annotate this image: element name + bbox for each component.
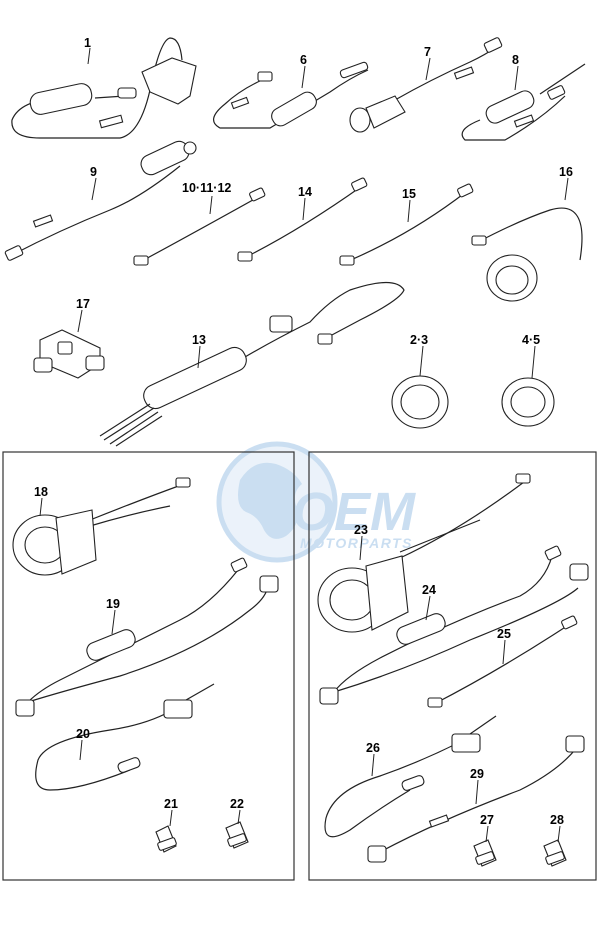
callout-17: 17 bbox=[76, 297, 90, 311]
callout-4-5: 4·5 bbox=[522, 333, 540, 347]
part-1-cable-with-bracket[interactable]: 1 bbox=[11, 36, 197, 139]
left-group-frame bbox=[2, 451, 295, 881]
part-9-sensor-cable[interactable]: 9 bbox=[4, 138, 197, 261]
part-24-harness[interactable]: 24 bbox=[319, 545, 589, 705]
part-7-thru-hull-cable[interactable]: 7 bbox=[349, 37, 503, 133]
part-25-cable[interactable]: 25 bbox=[427, 615, 578, 708]
part-29-cable[interactable]: 29 bbox=[367, 735, 585, 863]
part-19-harness[interactable]: 19 bbox=[15, 557, 279, 717]
callout-15: 15 bbox=[402, 187, 416, 201]
callout-27: 27 bbox=[480, 813, 494, 827]
callout-21: 21 bbox=[164, 797, 178, 811]
callout-1: 1 bbox=[84, 36, 91, 50]
part-4-5-bezel-ring[interactable]: 4·5 bbox=[501, 333, 555, 427]
callout-22: 22 bbox=[230, 797, 244, 811]
callout-10-11-12: 10·11·12 bbox=[182, 181, 231, 195]
part-8-cable[interactable]: 8 bbox=[461, 53, 586, 141]
callout-18: 18 bbox=[34, 485, 48, 499]
part-16-gauge-cable[interactable]: 16 bbox=[471, 165, 583, 302]
callout-28: 28 bbox=[550, 813, 564, 827]
part-10-11-12-cable[interactable]: 10·11·12 bbox=[133, 181, 266, 266]
part-13-wiring-harness[interactable]: 13 bbox=[99, 281, 405, 447]
watermark: OEM MOTORPARTS bbox=[216, 441, 416, 563]
part-22-terminator[interactable]: 22 bbox=[225, 797, 249, 849]
callout-2-3: 2·3 bbox=[410, 333, 428, 347]
watermark-subtitle: MOTORPARTS bbox=[300, 535, 413, 551]
part-14-cable[interactable]: 14 bbox=[237, 177, 368, 262]
callout-25: 25 bbox=[497, 627, 511, 641]
callout-29: 29 bbox=[470, 767, 484, 781]
part-21-terminator[interactable]: 21 bbox=[155, 797, 178, 853]
part-23-gauge-assembly[interactable]: 23 bbox=[317, 473, 531, 633]
part-6-cable[interactable]: 6 bbox=[213, 53, 369, 129]
callout-9: 9 bbox=[90, 165, 97, 179]
callout-6: 6 bbox=[300, 53, 307, 67]
callout-16: 16 bbox=[559, 165, 573, 179]
callout-24: 24 bbox=[422, 583, 436, 597]
callout-23: 23 bbox=[354, 523, 368, 537]
callout-20: 20 bbox=[76, 727, 90, 741]
part-27-terminator[interactable]: 27 bbox=[473, 813, 497, 867]
right-group-frame bbox=[308, 451, 597, 881]
part-28-terminator[interactable]: 28 bbox=[543, 813, 567, 867]
watermark-brand: OEM bbox=[292, 482, 416, 542]
callout-14: 14 bbox=[298, 185, 312, 199]
part-26-adapter-cable[interactable]: 26 bbox=[324, 715, 497, 838]
part-18-gauge-assembly[interactable]: 18 bbox=[12, 477, 191, 576]
part-17-t-connector[interactable]: 17 bbox=[33, 297, 105, 379]
part-20-adapter-cable[interactable]: 20 bbox=[35, 683, 215, 791]
callout-13: 13 bbox=[192, 333, 206, 347]
callout-8: 8 bbox=[512, 53, 519, 67]
callout-26: 26 bbox=[366, 741, 380, 755]
callout-7: 7 bbox=[424, 45, 431, 59]
part-2-3-bezel-ring[interactable]: 2·3 bbox=[391, 333, 449, 429]
part-15-cable[interactable]: 15 bbox=[339, 183, 474, 266]
callout-19: 19 bbox=[106, 597, 120, 611]
